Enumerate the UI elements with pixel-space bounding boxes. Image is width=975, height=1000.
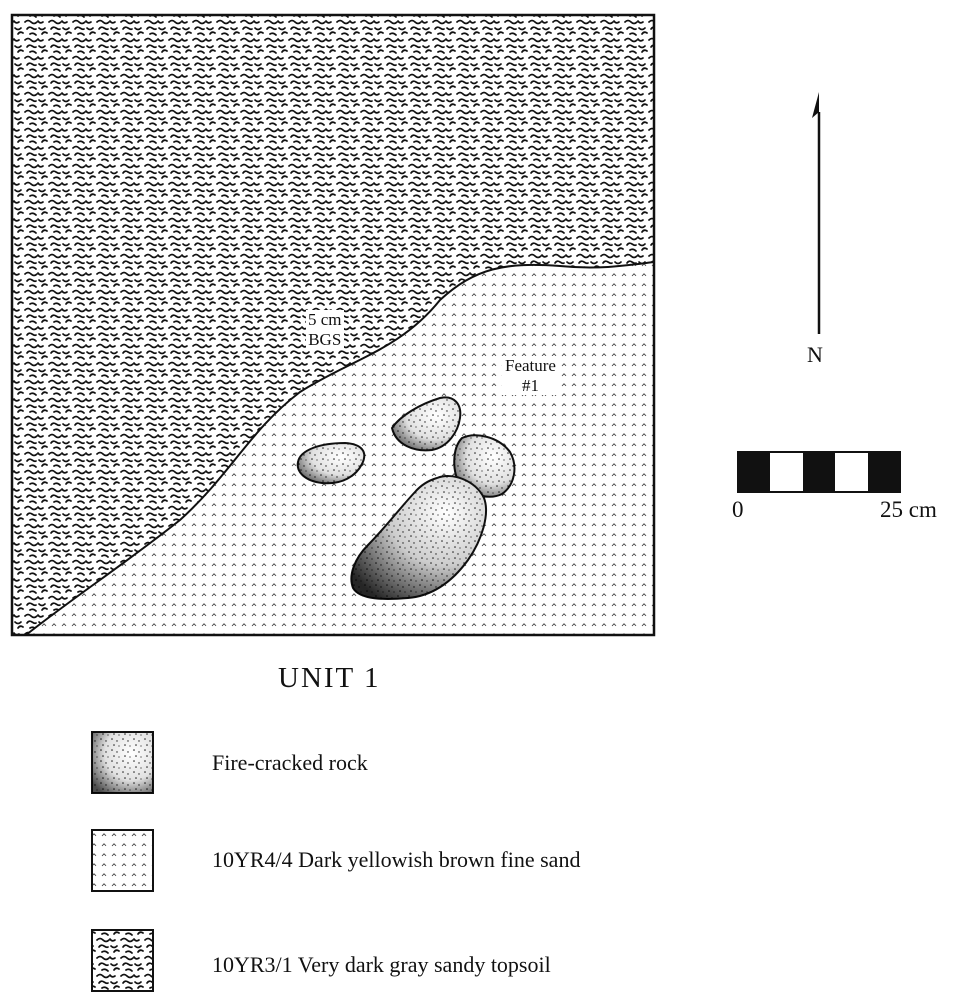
feature-1-rocks <box>296 396 516 600</box>
rock-small-west <box>296 441 366 485</box>
depth-label-line-1: 5 cm <box>308 310 342 329</box>
unit-border <box>10 13 656 637</box>
scale-bar <box>737 451 901 493</box>
excavation-unit <box>12 15 654 635</box>
feature-label: Feature #1 <box>502 356 559 396</box>
rock-large <box>350 475 488 600</box>
scale-start-label: 0 <box>732 497 744 522</box>
legend-label-fire-cracked-rock: Fire-cracked rock <box>212 750 368 775</box>
legend-label-fine-sand: 10YR4/4 Dark yellowish brown fine sand <box>212 847 581 872</box>
soil-boundary-line <box>25 261 654 635</box>
legend-symbol-fire-cracked-rock <box>91 731 154 794</box>
depth-label: 5 cm BGS <box>306 310 344 350</box>
feature-label-line-1: Feature <box>505 356 556 375</box>
rock-small-north <box>390 396 462 452</box>
feature-label-line-2: #1 <box>521 375 539 395</box>
legend-symbol-fine-sand <box>91 829 154 892</box>
legend-label-topsoil: 10YR3/1 Very dark gray sandy topsoil <box>212 952 551 977</box>
north-arrow <box>812 92 821 334</box>
scale-end-label: 25 cm <box>880 497 937 522</box>
legend-symbol-topsoil <box>91 929 154 992</box>
north-letter: N <box>807 342 823 367</box>
depth-label-line-2: BGS <box>308 329 342 349</box>
unit-title: UNIT 1 <box>278 662 381 694</box>
